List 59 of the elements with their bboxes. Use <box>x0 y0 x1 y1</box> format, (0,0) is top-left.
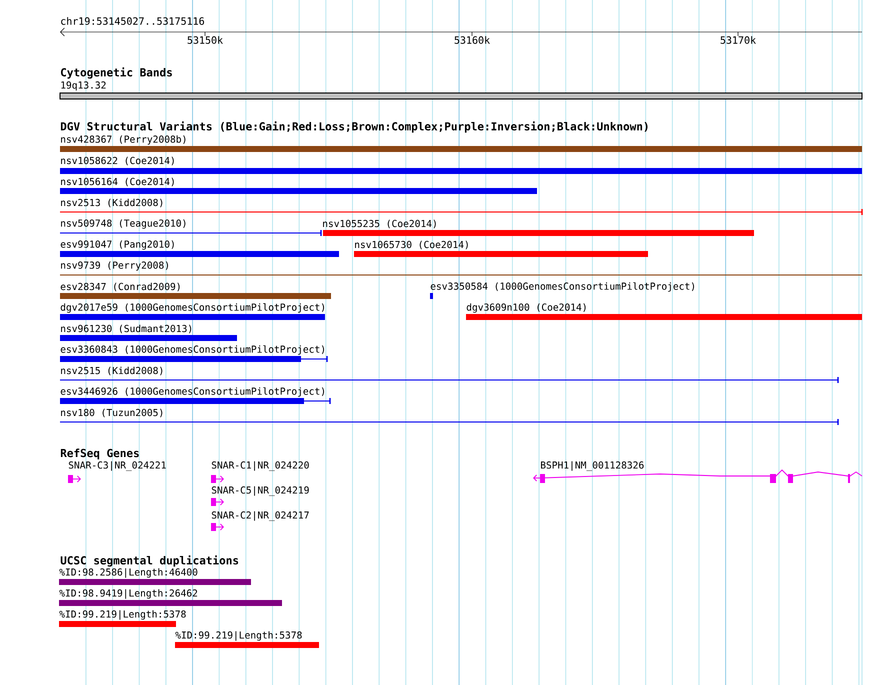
feature-track: esv991047 (Pang2010) <box>60 240 339 257</box>
feature-track: nsv1058622 (Coe2014) <box>60 156 862 174</box>
feature-track: nsv2513 (Kidd2008) <box>60 198 863 215</box>
feature-track: nsv1056164 (Coe2014) <box>60 178 537 194</box>
node-label: BSPH1|NM_001128326 <box>540 461 644 471</box>
feature-track: nsv428367 (Perry2008b) <box>60 135 862 152</box>
position-label: chr19:53145027..53175116 <box>61 17 204 25</box>
gene-feature: SNAR-C2|NR_024217 <box>211 511 309 531</box>
node-label: nsv1058622 (Coe2014) <box>61 156 174 166</box>
node-label: nsv1056164 (Coe2014) <box>61 178 174 186</box>
node-label: %ID:98.9419|Length:26462 <box>59 589 198 599</box>
node-label: nsv1065730 (Coe2014) <box>355 240 468 250</box>
gene-feature: SNAR-C1|NR_024220 <box>211 461 309 483</box>
gene-feature: SNAR-C5|NR_024219 <box>211 486 309 506</box>
node-label: SNAR-C5|NR_024219 <box>212 486 309 496</box>
node-label: esv991047 (Pang2010) <box>60 240 174 250</box>
chromosome-band: 19q13.32 <box>60 81 863 100</box>
duplication-track: %ID:99.219|Length:5378 <box>59 610 186 627</box>
feature-track: esv3360843 (1000GenomesConsortiumPilotProject) <box>60 345 328 362</box>
feature-track: dgv2017e59 (1000GenomesConsortiumPilotProject) <box>60 303 325 320</box>
tick-label: 53160k <box>454 36 490 44</box>
node-label: 19q13.32 <box>61 81 106 91</box>
node-label: %ID:99.219|Length:5378 <box>175 631 302 641</box>
gene-feature: SNAR-C3|NR_024221 <box>68 461 166 483</box>
node-label: %ID:98.2586|Length:46400 <box>59 568 198 578</box>
track-title: DGV Structural Variants (Blue:Gain;Red:Loss;Brown:Complex;Purple:Inversion;Black:Unknown) <box>60 121 648 133</box>
feature-track: nsv961230 (Sudmant2013) <box>60 324 237 341</box>
node-label: nsv961230 (Sudmant2013) <box>61 324 192 334</box>
feature-track: nsv1055235 (Coe2014) <box>323 220 754 236</box>
node-label: nsv428367 (Perry2008b) <box>61 135 186 145</box>
node-label: %ID:99.219|Length:5378 <box>59 610 186 620</box>
feature-track: nsv9739 (Perry2008) <box>60 261 862 276</box>
duplication-track: %ID:98.2586|Length:46400 <box>59 568 251 585</box>
node-label: esv3446926 (1000GenomesConsortiumPilotProject) <box>60 387 324 397</box>
duplication-track: %ID:98.9419|Length:26462 <box>59 589 282 606</box>
feature-track: esv3446926 (1000GenomesConsortiumPilotProject) <box>60 387 331 404</box>
node-label: esv3360843 (1000GenomesConsortiumPilotProject) <box>60 345 324 355</box>
gene-feature: BSPH1|NM_001128326 <box>533 461 862 483</box>
node-label: dgv3609n100 (Coe2014) <box>466 303 586 313</box>
feature-track: esv3350584 (1000GenomesConsortiumPilotProject) <box>430 282 694 299</box>
feature-track: esv28347 (Conrad2009) <box>60 282 331 299</box>
tick-label: 53170k <box>720 36 756 44</box>
node-label: esv3350584 (1000GenomesConsortiumPilotProject) <box>430 282 694 292</box>
track-title: Cytogenetic Bands <box>61 67 172 79</box>
feature-track: nsv180 (Tuzun2005) <box>60 408 839 425</box>
node-label: nsv1055235 (Coe2014) <box>323 220 436 228</box>
feature-track: dgv3609n100 (Coe2014) <box>466 303 862 320</box>
feature-track: nsv1065730 (Coe2014) <box>354 240 648 257</box>
track-title: UCSC segmental duplications <box>60 555 238 567</box>
feature-track: nsv509748 (Teague2010) <box>60 219 322 236</box>
feature-track: nsv2515 (Kidd2008) <box>60 366 839 383</box>
node-label: SNAR-C2|NR_024217 <box>212 511 309 521</box>
node-label: dgv2017e59 (1000GenomesConsortiumPilotProject) <box>60 303 324 313</box>
node-label: esv28347 (Conrad2009) <box>60 282 180 292</box>
duplication-track: %ID:99.219|Length:5378 <box>175 631 319 648</box>
tick-label: 53150k <box>188 36 223 44</box>
node-label: SNAR-C1|NR_024220 <box>212 461 309 471</box>
node-label: SNAR-C3|NR_024221 <box>68 461 166 471</box>
track-title: RefSeq Genes <box>60 448 139 460</box>
